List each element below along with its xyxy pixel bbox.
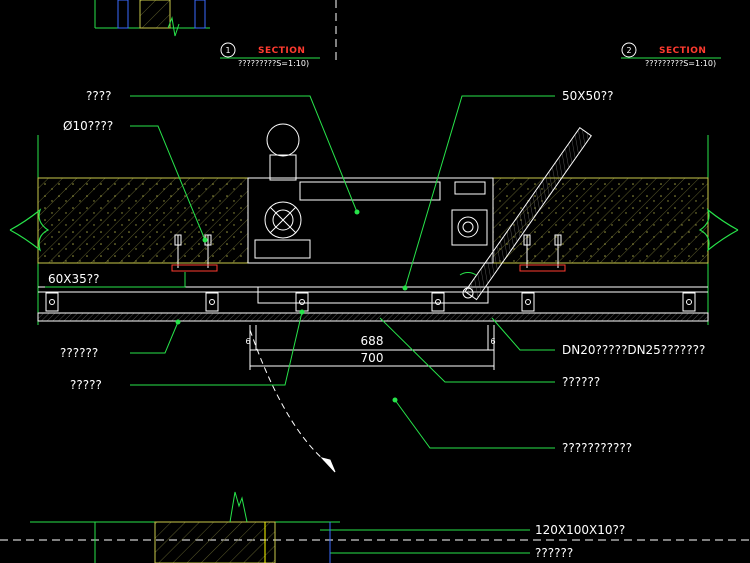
dimension-700: 700	[361, 351, 384, 365]
label-top-left-1: ????	[86, 89, 111, 103]
dimension-lines	[249, 325, 495, 370]
concrete-slab-left	[37, 177, 249, 264]
section-subtitle-1: ?????????S=1:10)	[238, 59, 309, 68]
label-right-low: ???????????	[562, 441, 632, 455]
section-number-1: 1	[225, 46, 230, 55]
label-top-left-2: Ø10????	[63, 119, 113, 133]
leader-lines	[45, 95, 555, 554]
section-title-1: 1 SECTION ?????????S=1:10)	[220, 42, 320, 68]
label-left-low: ?????	[70, 378, 102, 392]
frame-dashed	[0, 0, 750, 541]
section-title-2: 2 SECTION ?????????S=1:10)	[621, 42, 721, 68]
anchor-bolts	[171, 234, 566, 272]
section-number-2: 2	[626, 46, 631, 55]
dimension-6-left: 6	[245, 337, 250, 346]
label-bottom-right-2: ??????	[535, 546, 573, 560]
section-title-text-2: SECTION	[659, 46, 706, 56]
bottom-fragment	[30, 491, 340, 563]
ceiling-frame	[37, 286, 709, 322]
dimension-688: 688	[361, 334, 384, 348]
ceiling-clips	[45, 292, 696, 312]
label-left-mid: ??????	[60, 346, 98, 360]
break-symbols	[9, 208, 739, 252]
valve-unit	[247, 123, 494, 264]
label-bottom-right-1: 120X100X10??	[535, 523, 625, 537]
dimension-6-right: 6	[490, 337, 495, 346]
leader-dots	[175, 209, 408, 403]
section-subtitle-2: ?????????S=1:10)	[645, 59, 716, 68]
access-panel-swing	[249, 127, 592, 473]
label-right-pipe: DN20?????DN25???????	[562, 343, 705, 357]
top-fragment	[94, 0, 210, 37]
label-top-right: 50X50??	[562, 89, 614, 103]
label-angle: 60X35??	[48, 272, 100, 286]
label-right-mid: ??????	[562, 375, 600, 389]
section-title-text-1: SECTION	[258, 46, 305, 56]
